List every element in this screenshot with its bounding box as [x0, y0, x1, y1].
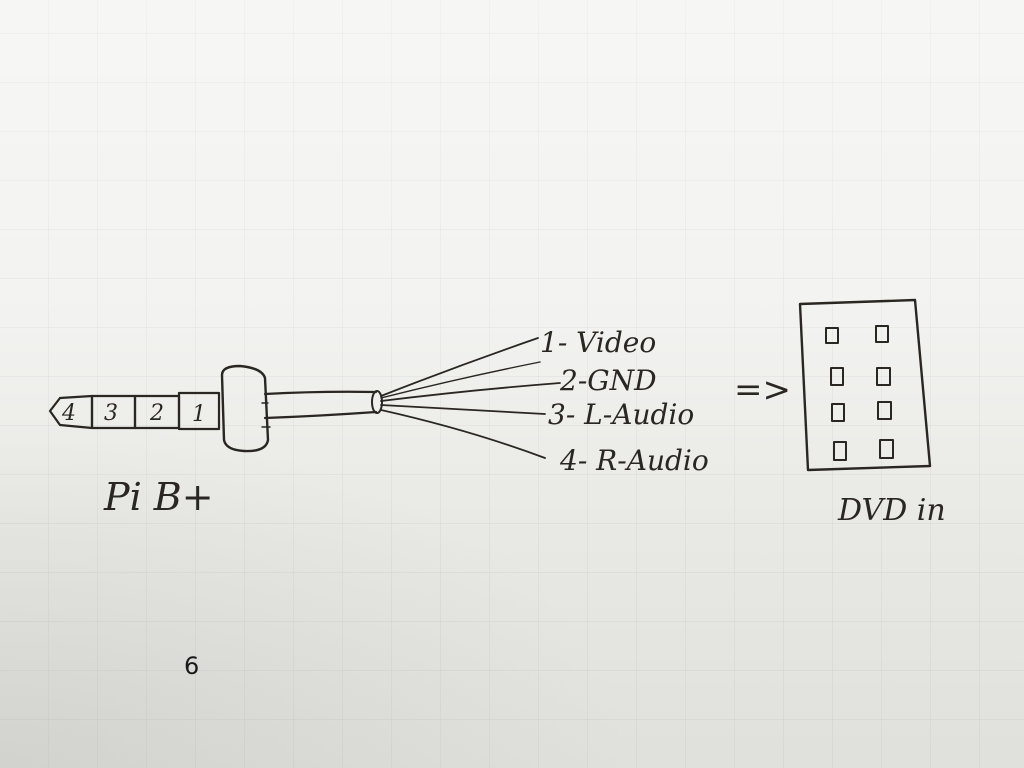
cable-bottom — [263, 410, 378, 420]
page-number: 6 — [184, 652, 199, 680]
pin — [879, 439, 894, 459]
pin — [877, 401, 892, 420]
pin — [831, 403, 845, 422]
wire-2 — [380, 382, 561, 402]
plug-sleeve-1 — [177, 391, 221, 431]
cable-top — [263, 390, 378, 396]
wire-label-1: 1- Video — [540, 326, 656, 359]
segment-label-1: 1 — [192, 402, 206, 427]
connector-outline — [798, 298, 932, 472]
segment-label-3: 3 — [104, 401, 118, 426]
wire-label-4: 4- R-Audio — [559, 444, 709, 477]
wire-label-2: 2-GND — [559, 364, 657, 397]
pin — [833, 441, 847, 461]
pin — [875, 325, 889, 343]
pin — [830, 367, 844, 386]
connector-pins — [825, 325, 894, 461]
plug-label: Pi B+ — [103, 475, 214, 519]
wire-1 — [380, 337, 539, 397]
wire-1b — [380, 361, 541, 399]
cable-split — [371, 390, 383, 414]
connector-label: DVD in — [837, 493, 946, 528]
segment-label-2: 2 — [149, 401, 164, 426]
dvd-connector — [798, 298, 932, 472]
wire-4 — [380, 409, 546, 459]
segment-label-4: 4 — [61, 401, 76, 426]
cable-ticks — [261, 402, 271, 428]
plug-body — [220, 364, 270, 453]
pin — [825, 327, 839, 344]
trrs-plug — [48, 364, 383, 453]
wire-3 — [380, 404, 546, 415]
wire-label-3: 3- L-Audio — [548, 398, 694, 431]
pin — [876, 367, 891, 386]
arrow: => — [734, 370, 791, 410]
wires — [380, 337, 561, 459]
